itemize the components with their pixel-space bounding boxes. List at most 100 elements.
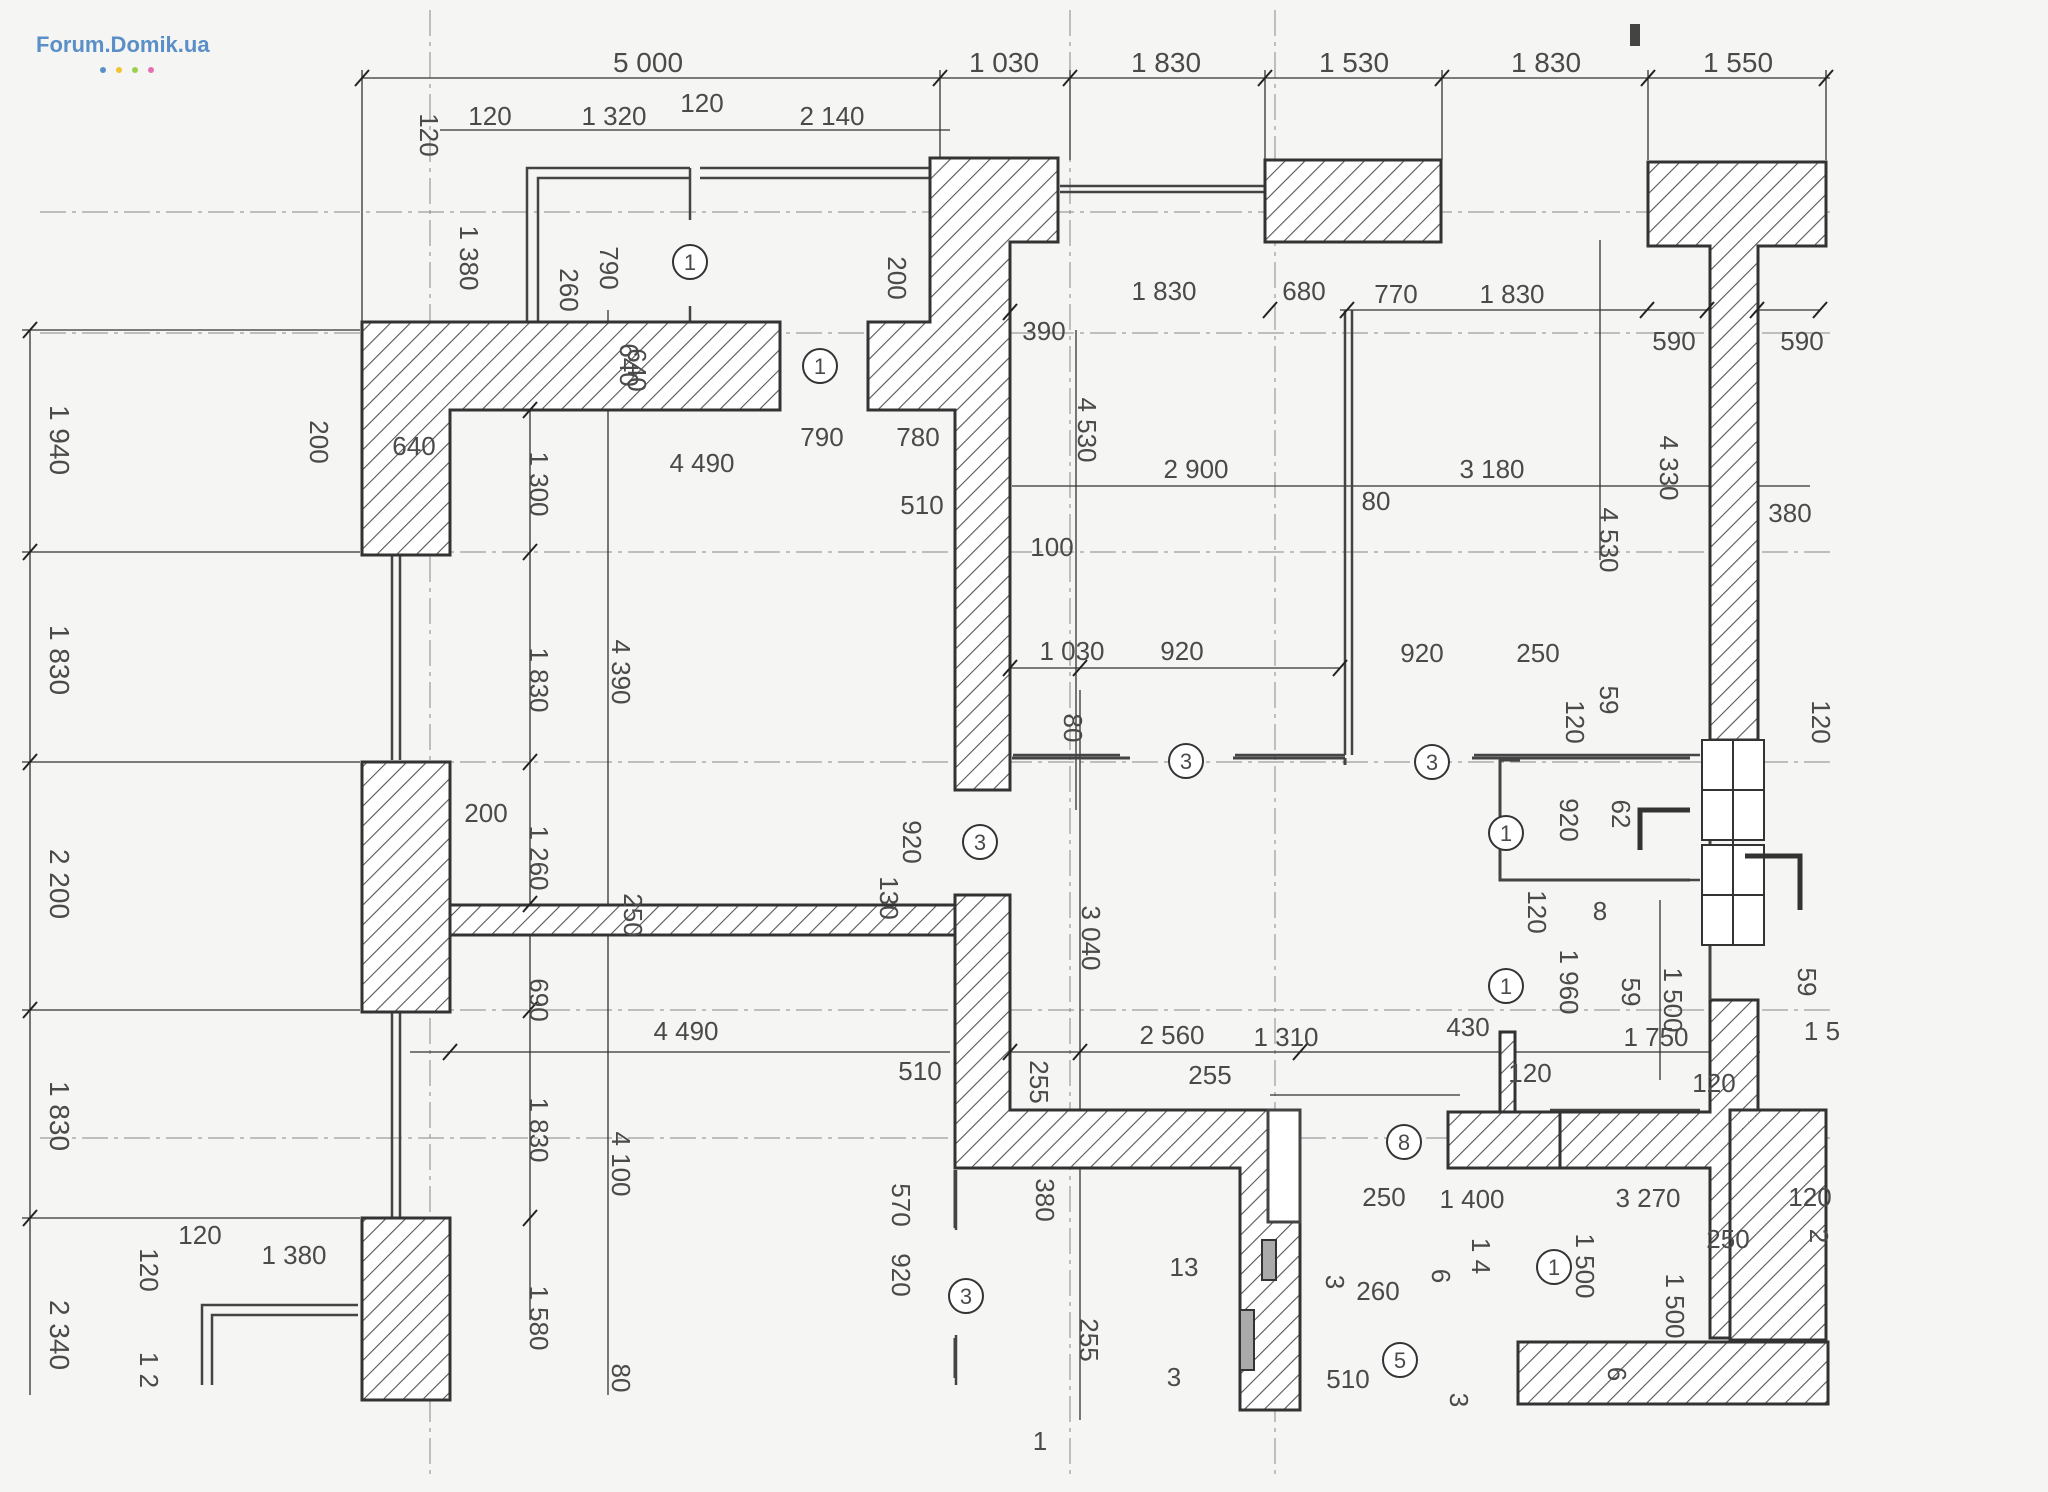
dimension-inner: 80 [1362, 486, 1391, 516]
dimension-inner: 2 560 [1139, 1020, 1204, 1050]
dimension-inner: 59 [1616, 978, 1646, 1007]
dimension-inner: 1 260 [524, 825, 554, 890]
dimension-top: 1 830 [1511, 47, 1581, 78]
dimension-inner: 120 [1522, 890, 1552, 933]
site-logo: Forum.Domik.ua [36, 32, 210, 57]
dimension-inner: 260 [1356, 1276, 1399, 1306]
dimension-inner: 120 [1560, 700, 1590, 743]
dimension-inner: 1 300 [524, 451, 554, 516]
dimension-inner: 200 [882, 256, 912, 299]
dimension-inner: 120 [1788, 1182, 1831, 1212]
dimension-inner: 3 [1320, 1275, 1350, 1289]
room-marker-circle [948, 1278, 984, 1314]
dimension-inner: 13 [1170, 1252, 1199, 1282]
dimension-inner: 250 [1516, 638, 1559, 668]
dimension-inner: 4 490 [669, 448, 734, 478]
dimension-inner: 3 180 [1459, 454, 1524, 484]
dimension-inner: 920 [886, 1253, 916, 1296]
dimension-second-row: 120 [468, 101, 511, 131]
dimension-inner: 1 [1033, 1426, 1047, 1456]
dimension-top: 1 550 [1703, 47, 1773, 78]
room-marker-label: 3 [960, 1284, 972, 1309]
dimension-inner: 510 [900, 490, 943, 520]
dimension-inner: 1 830 [524, 1097, 554, 1162]
window-units [1239, 739, 1803, 1371]
dimension-inner: 62 [1606, 800, 1636, 829]
dimension-top: 1 530 [1319, 47, 1389, 78]
dimension-left: 1 830 [44, 625, 75, 695]
dimension-inner: 510 [1326, 1364, 1369, 1394]
scan-mark [1630, 24, 1640, 46]
dimension-inner: 1 580 [524, 1285, 554, 1350]
dimension-inner: 4 490 [653, 1016, 718, 1046]
dimension-top: 1 030 [969, 47, 1039, 78]
dimension-inner: 920 [1554, 798, 1584, 841]
dimension-inner: 690 [524, 978, 554, 1021]
room-marker-label: 3 [1180, 749, 1192, 774]
dimension-inner: 59 [1792, 968, 1822, 997]
dimension-inner: 390 [1022, 316, 1065, 346]
dimension-inner: 790 [594, 246, 624, 289]
room-marker-label: 1 [1500, 821, 1512, 846]
dimension-inner: 1 400 [1439, 1184, 1504, 1214]
dimension-inner: 3 270 [1615, 1183, 1680, 1213]
dimension-inner: 570 [886, 1183, 916, 1226]
dimension-inner: 790 [800, 422, 843, 452]
dimension-inner: 920 [1160, 636, 1203, 666]
dimension-left: 2 340 [44, 1300, 75, 1370]
room-marker-circle [1382, 1342, 1418, 1378]
dimension-inner: 3 [1167, 1362, 1181, 1392]
dimension-inner: 640 [614, 343, 644, 386]
dimension-inner: 1 960 [1554, 949, 1584, 1014]
dimension-inner: 1 830 [1131, 276, 1196, 306]
dimension-inner: 1 500 [1570, 1233, 1600, 1298]
dimension-inner: 250 [618, 893, 648, 936]
room-marker-label: 1 [1500, 974, 1512, 999]
logo-dot [116, 67, 122, 73]
dimension-inner: 1 750 [1623, 1022, 1688, 1052]
tick-marks [22, 69, 1834, 1227]
dimension-inner: 120 [1692, 1068, 1735, 1098]
dimension-inner: 640 [622, 348, 652, 391]
room-marker-circle [802, 348, 838, 384]
dimension-inner: 260 [554, 268, 584, 311]
dimension-inner: 4 530 [1594, 507, 1624, 572]
dimension-left: 1 830 [44, 1081, 75, 1151]
dimension-inner: 255 [1188, 1060, 1231, 1090]
room-marker-circle [1536, 1249, 1572, 1285]
dimension-inner: 250 [1706, 1224, 1749, 1254]
room-marker-circle [1168, 743, 1204, 779]
dimension-inner: 770 [1374, 279, 1417, 309]
dimension-inner: 255 [1024, 1060, 1054, 1103]
dimension-inner: 3 [1444, 1393, 1474, 1407]
room-marker-label: 1 [1548, 1255, 1560, 1280]
dimension-left: 2 200 [44, 849, 75, 919]
dimension-inner: 780 [896, 422, 939, 452]
masonry-walls [360, 156, 1830, 1412]
dimension-inner: 380 [1030, 1178, 1060, 1221]
dimension-inner: 510 [898, 1056, 941, 1086]
dimension-inner: 100 [1030, 532, 1073, 562]
dimension-inner: 1 830 [524, 647, 554, 712]
dimension-inner: 1 2 [134, 1352, 164, 1388]
dimension-inner: 120 [178, 1220, 221, 1250]
dimension-left: 1 940 [44, 405, 75, 475]
dimension-second-row: 1 320 [581, 101, 646, 131]
dimension-inner: 920 [1400, 638, 1443, 668]
logo-dots [100, 60, 164, 73]
room-marker-label: 1 [814, 354, 826, 379]
dimension-inner: 120 [414, 113, 444, 156]
room-marker-circle [672, 244, 708, 280]
dimension-inner: 1 500 [1660, 1273, 1690, 1338]
dimension-inner: 2 [1804, 1229, 1834, 1243]
room-marker-circle [962, 824, 998, 860]
dimension-second-row: 2 140 [799, 101, 864, 131]
dimension-inner: 255 [1074, 1318, 1104, 1361]
dimension-inner: 6 [1426, 1269, 1456, 1283]
logo-dot [132, 67, 138, 73]
dimension-inner: 120 [1508, 1058, 1551, 1088]
dimension-inner: 59 [1594, 686, 1624, 715]
room-marker-label: 5 [1394, 1348, 1406, 1373]
